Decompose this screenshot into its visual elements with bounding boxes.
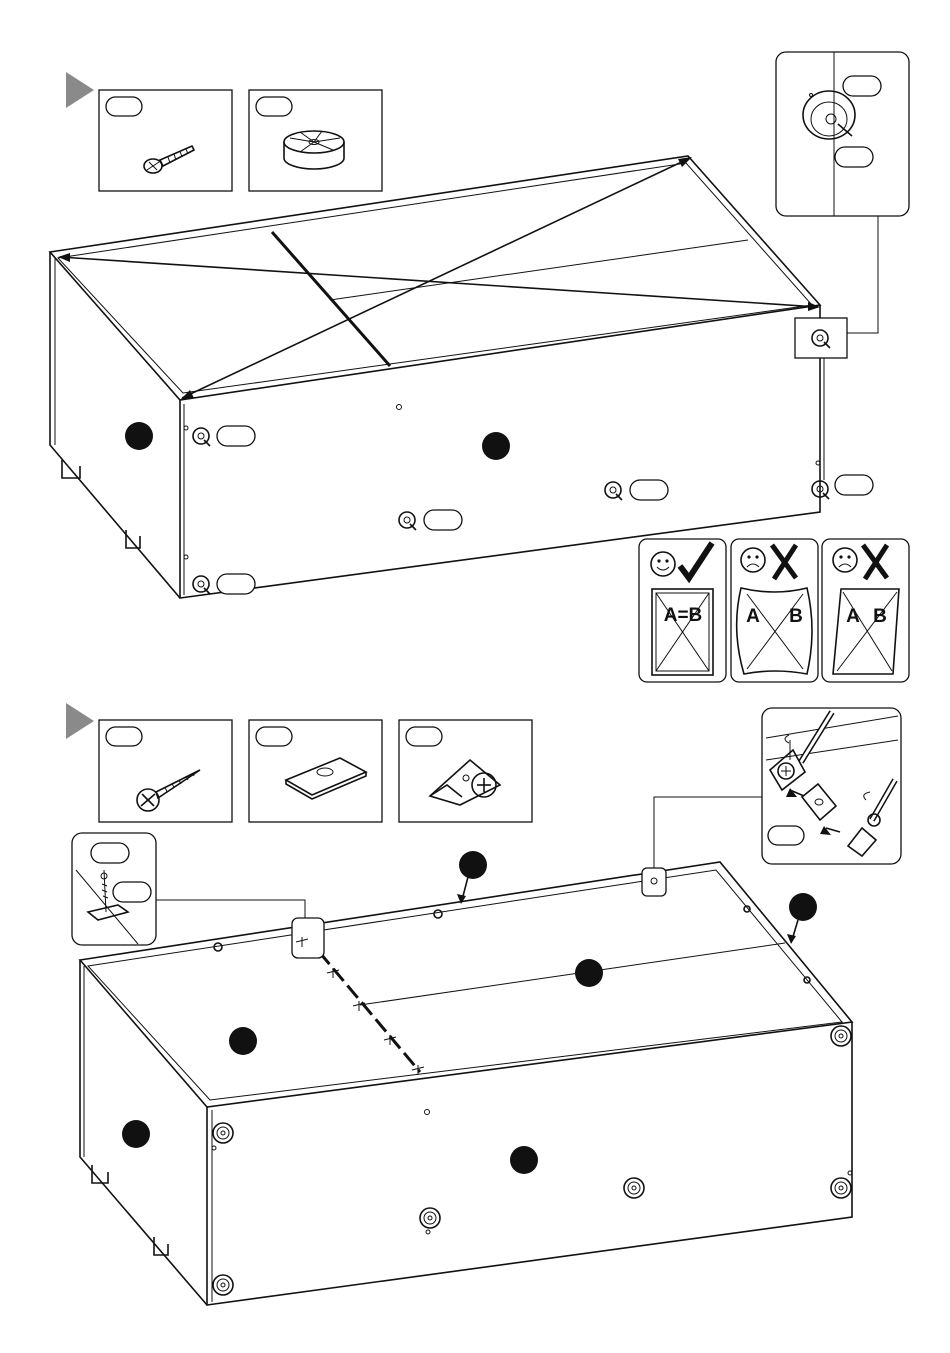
svg-text:A: A — [746, 606, 760, 627]
part-quantity-bubble — [630, 480, 668, 500]
svg-text:A: A — [846, 606, 860, 627]
step-1: A=B A B — [50, 52, 909, 682]
panel-badges-step2 — [122, 851, 817, 1174]
part-box-long-screw — [99, 720, 232, 822]
step-triangle-icon — [66, 703, 94, 739]
part-quantity-bubble — [106, 97, 142, 116]
part-quantity-bubble — [256, 727, 292, 746]
panel-badge — [510, 1146, 538, 1174]
plate-detail-callout — [72, 833, 305, 945]
cabinet-frame-step2 — [80, 862, 852, 1305]
panel-badge — [482, 432, 510, 460]
cam-detail-callout — [776, 52, 909, 480]
squareness-bad-skewed: A B — [822, 539, 909, 682]
step-2 — [66, 703, 901, 1305]
part-quantity-bubble — [256, 97, 292, 116]
bracket-position-marker — [642, 868, 666, 896]
part-box-cam — [249, 90, 382, 191]
part-quantity-bubble — [217, 574, 255, 594]
part-quantity-bubble — [835, 475, 873, 495]
part-quantity-bubble — [406, 727, 442, 746]
squareness-good: A=B — [639, 539, 726, 682]
part-box-screw — [99, 90, 232, 191]
part-quantity-bubble — [768, 826, 804, 845]
part-quantity-bubble — [424, 510, 462, 530]
part-quantity-bubble — [843, 76, 881, 96]
panel-badge — [789, 893, 817, 921]
svg-text:B: B — [873, 606, 887, 627]
squareness-check: A=B A B — [639, 539, 909, 682]
part-quantity-bubble — [106, 727, 142, 746]
panel-badge — [229, 1027, 257, 1055]
step-triangle-icon — [66, 72, 94, 108]
plate-position-marker — [292, 918, 324, 958]
panel-badge — [459, 851, 487, 879]
panel-badge — [125, 422, 153, 450]
bracket-detail-callout — [762, 708, 901, 864]
part-quantity-bubble — [217, 426, 255, 446]
part-quantity-bubble — [835, 147, 873, 167]
part-box-corner-bracket — [399, 720, 532, 822]
panel-badge — [122, 1120, 150, 1148]
cabinet-frame-step1 — [50, 156, 820, 598]
squareness-bad-barrel: A B — [731, 539, 818, 682]
part-quantity-bubble — [113, 882, 151, 902]
svg-text:B: B — [789, 606, 803, 627]
svg-text:A=B: A=B — [664, 605, 703, 626]
part-box-joining-plate — [249, 720, 382, 822]
part-quantity-bubble — [91, 843, 129, 863]
panel-badge — [575, 959, 603, 987]
